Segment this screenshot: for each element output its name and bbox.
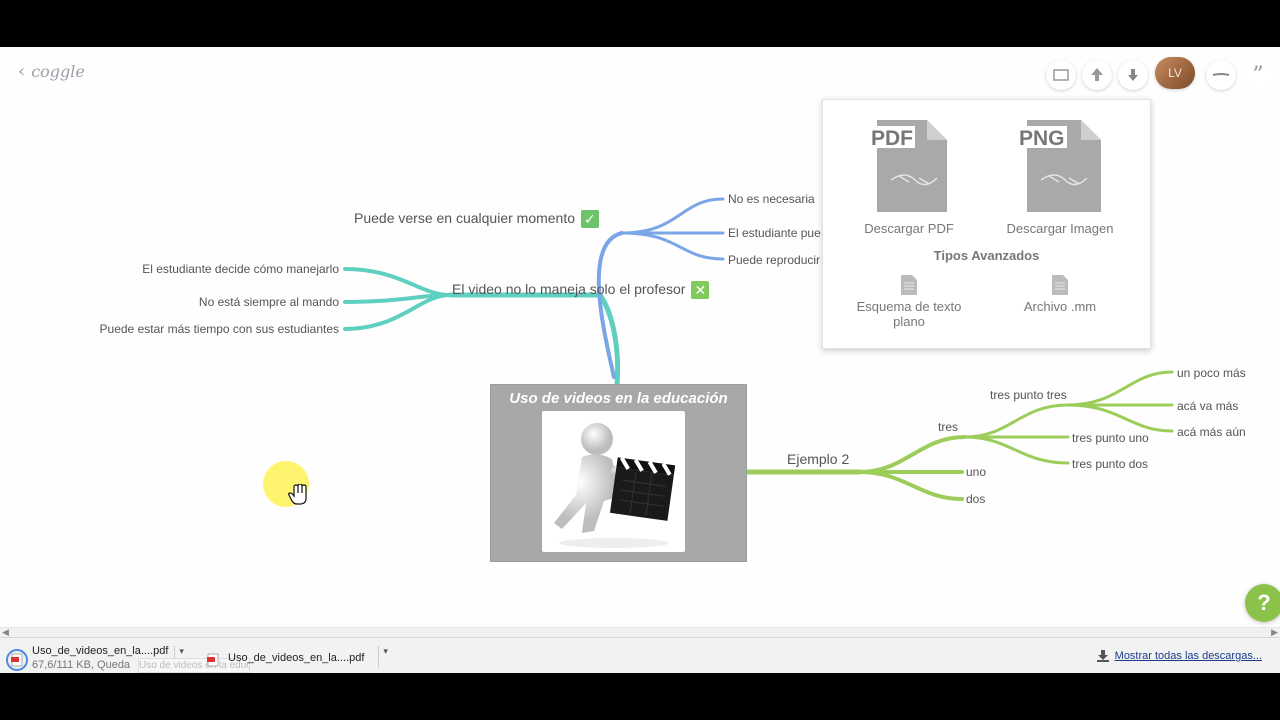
coggle-logo[interactable]: ‹ coggle (18, 61, 85, 82)
node-aca-va-mas[interactable]: acá va más (1177, 399, 1239, 413)
minus-icon (1212, 73, 1230, 76)
node-tres-punto-tres[interactable]: tres punto tres (990, 388, 1067, 402)
node-uno[interactable]: uno (966, 465, 987, 479)
avatar-initials: LV (1168, 66, 1182, 80)
node-upper-child-2[interactable]: El estudiante pue (728, 226, 821, 240)
download-1-progress: 67,6/111 KB, Queda (32, 659, 131, 671)
plain-text-label-line2: plano (893, 314, 925, 329)
mm-file-label: Archivo .mm (1023, 299, 1097, 314)
text-file-icon (901, 275, 917, 295)
download-menu: PDF Descargar PDF PNG Descargar Imagen T… (822, 99, 1151, 349)
help-question-icon: ? (1257, 590, 1271, 615)
png-badge-text: PNG (1019, 127, 1065, 150)
node-upper-child-1[interactable]: No es necesaria (728, 192, 815, 206)
pdf-download-icon-2 (207, 653, 219, 667)
mindmap-canvas[interactable]: ‹ coggle LV ” Puede verse en cualquier m… (0, 47, 1280, 627)
node-top-label: El video no lo maneja solo el profesor (452, 281, 686, 297)
download-button[interactable] (1118, 60, 1148, 90)
logo-text: coggle (31, 62, 85, 81)
node-dos[interactable]: dos (966, 492, 986, 506)
download-item-1[interactable]: Uso_de_videos_en_la....pdf 67,6/111 KB, … (2, 642, 250, 673)
hand-cursor-icon (288, 484, 307, 505)
download-icon (1128, 69, 1138, 81)
branch-lines (343, 197, 1174, 501)
pdf-file-icon: PDF (869, 120, 947, 212)
root-image (542, 411, 685, 552)
clapperboard-figure-illustration (554, 423, 676, 548)
png-file-icon: PNG (1017, 120, 1101, 212)
plain-text-label-line1: Esquema de texto (856, 299, 962, 314)
download-1-status: 67,6/111 KB, Queda Uso de videos en la e… (32, 658, 250, 673)
node-top-child-1[interactable]: El estudiante decide cómo manejarlo (142, 262, 339, 276)
node-upper-branch[interactable]: Puede verse en cualquier momento ✓ (354, 210, 599, 229)
advanced-types-title: Tipos Avanzados (933, 248, 1040, 263)
download-1-overlay-text: Uso de videos en la educación.pdf (138, 658, 250, 673)
back-chevron-icon: ‹ (18, 61, 26, 82)
downloads-bar: Uso_de_videos_en_la....pdf 67,6/111 KB, … (0, 637, 1280, 673)
mm-file-icon (1052, 275, 1068, 295)
download-1-menu-chevron-icon[interactable]: ▾ (174, 646, 184, 668)
node-tres-punto-uno[interactable]: tres punto uno (1072, 431, 1149, 445)
node-upper-child-3[interactable]: Puede reproducir (728, 253, 821, 267)
pdf-badge-text: PDF (871, 127, 913, 150)
node-tres[interactable]: tres (938, 420, 959, 434)
checkmark-icon: ✓ (580, 210, 599, 229)
user-avatar[interactable]: LV (1155, 57, 1195, 89)
present-button[interactable] (1046, 60, 1076, 90)
download-2-filename: Uso_de_videos_en_la....pdf (228, 652, 365, 664)
quote-icon: ” (1252, 62, 1264, 88)
share-button[interactable] (1082, 60, 1112, 90)
show-all-downloads-label: Mostrar todas las descargas... (1114, 650, 1262, 662)
present-icon (1053, 69, 1069, 81)
download-mm-option[interactable]: Archivo .mm (1009, 274, 1111, 314)
scroll-left-arrow-icon[interactable]: ◀ (2, 627, 9, 637)
scroll-right-arrow-icon[interactable]: ▶ (1271, 627, 1278, 637)
node-top-child-3[interactable]: Puede estar más tiempo con sus estudiant… (99, 322, 339, 336)
node-un-poco-mas[interactable]: un poco más (1177, 366, 1246, 380)
download-item-2[interactable]: Uso_de_videos_en_la....pdf ▾ (198, 642, 394, 672)
node-tres-punto-dos[interactable]: tres punto dos (1072, 457, 1149, 471)
download-2-menu-chevron-icon[interactable]: ▾ (378, 646, 388, 668)
node-aca-mas-aun[interactable]: acá más aún (1177, 425, 1246, 439)
download-arrow-icon (1096, 650, 1109, 662)
collapse-button[interactable] (1206, 60, 1236, 90)
node-upper-label: Puede verse en cualquier momento (354, 210, 576, 226)
node-top-child-2[interactable]: No está siempre al mando (198, 295, 339, 309)
horizontal-scrollbar[interactable]: ◀ ▶ (0, 627, 1280, 638)
pdf-download-icon (6, 649, 28, 671)
show-all-downloads-link[interactable]: Mostrar todas las descargas... (1096, 650, 1262, 662)
download-pdf-option[interactable]: PDF Descargar PDF (853, 118, 965, 236)
node-top-branch[interactable]: El video no lo maneja solo el profesor ✕ (452, 281, 710, 300)
root-node[interactable]: Uso de videos en la educación (490, 384, 747, 562)
comments-button[interactable]: ” (1243, 60, 1273, 90)
help-button[interactable]: ? (1245, 584, 1280, 622)
cross-icon: ✕ (691, 281, 710, 300)
root-title: Uso de videos en la educación (509, 390, 728, 407)
download-1-filename: Uso_de_videos_en_la....pdf (32, 645, 169, 657)
download-plain-text-option[interactable]: Esquema de texto plano (847, 274, 971, 329)
download-pdf-label: Descargar PDF (864, 221, 954, 236)
browser-content: ‹ coggle LV ” Puede verse en cualquier m… (0, 47, 1280, 673)
download-png-label: Descargar Imagen (1006, 221, 1114, 236)
node-right-branch[interactable]: Ejemplo 2 (787, 451, 850, 467)
upload-icon (1091, 68, 1103, 81)
download-png-option[interactable]: PNG Descargar Imagen (1001, 118, 1119, 236)
